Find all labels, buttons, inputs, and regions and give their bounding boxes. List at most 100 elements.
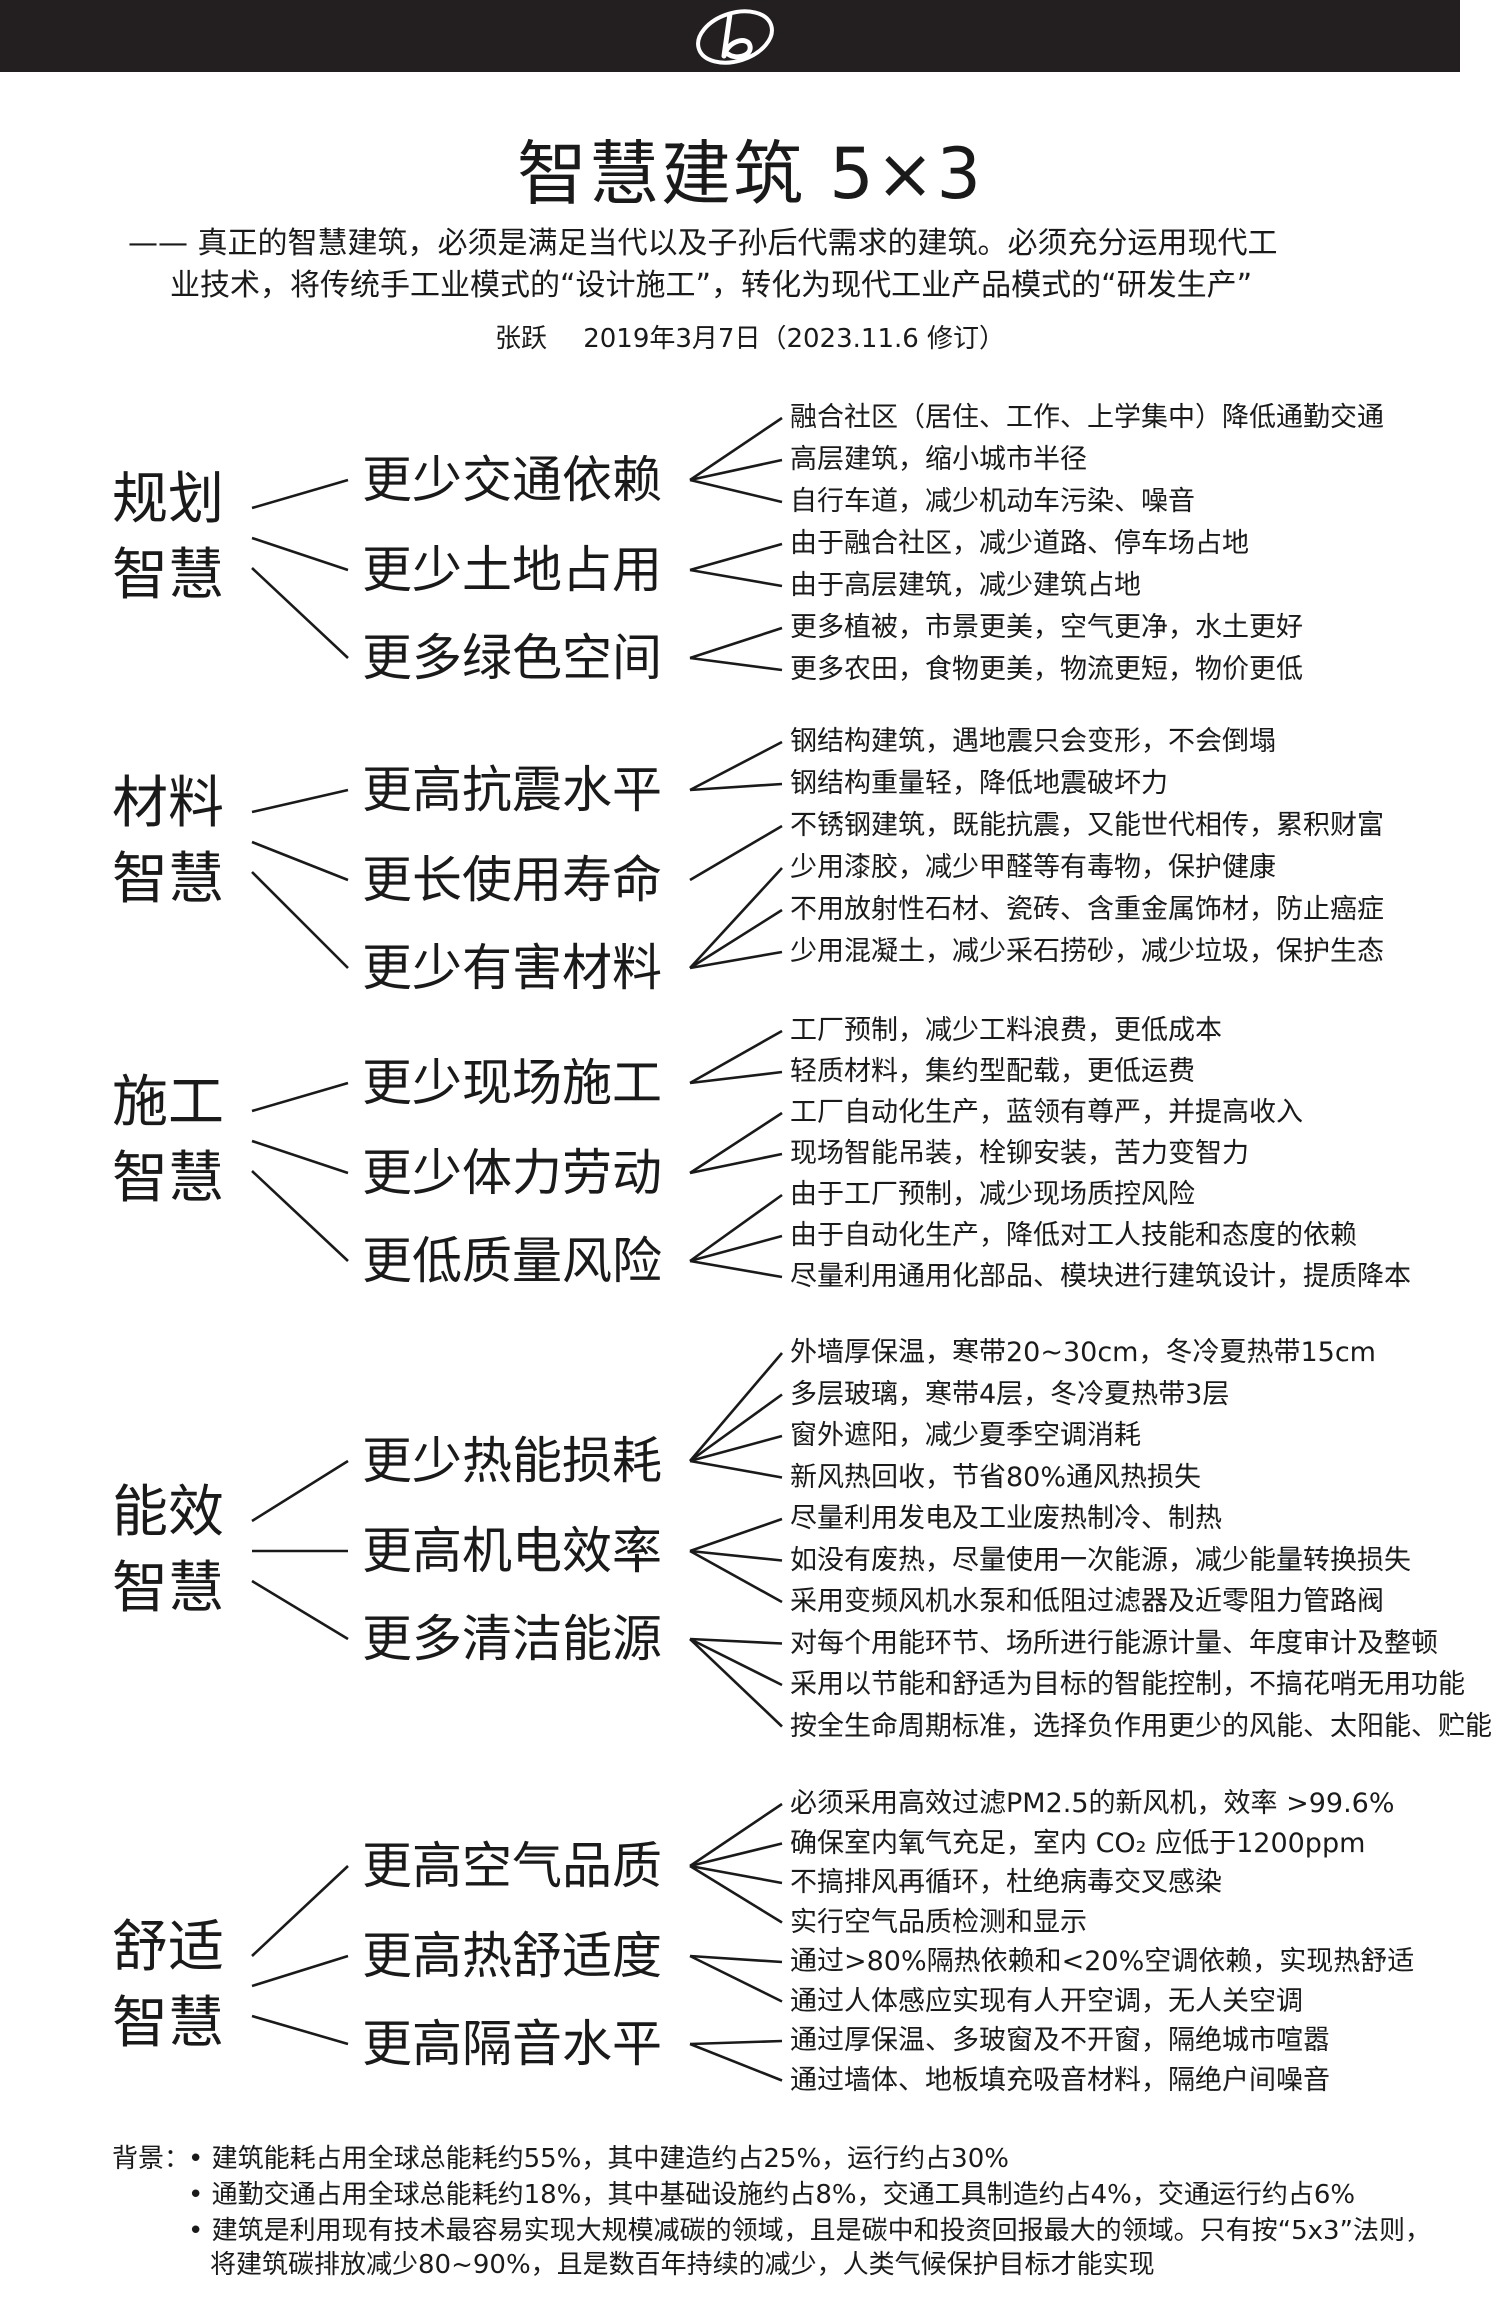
connector-line (689, 656, 783, 672)
connector-line (251, 2014, 349, 2046)
connector-line (689, 478, 783, 504)
branch-title: 更高空气品质 (362, 1837, 662, 1895)
connector-line (689, 740, 783, 792)
connector-line (689, 867, 783, 969)
leaf-item: 少用混凝土，减少采石捞砂，减少垃圾，保护生态 (790, 936, 1384, 967)
connector-line (689, 1517, 783, 1553)
branch-title: 更多绿色空间 (362, 629, 662, 687)
connector-line (689, 782, 783, 792)
background-line-3: • 建筑是利用现有技术最容易实现大规模减碳的领域，且是碳中和投资回报最大的领域。… (188, 2216, 1432, 2246)
connector-line (689, 824, 783, 882)
connector-line (689, 1259, 783, 1279)
branch-title: 更高抗震水平 (362, 761, 662, 819)
connector-line (689, 626, 783, 660)
connector-line (689, 542, 783, 572)
page-title: 智慧建筑 5×3 (517, 133, 983, 215)
leaf-item: 工厂自动化生产，蓝领有尊严，并提高收入 (790, 1097, 1303, 1128)
connector-lines (251, 416, 783, 672)
connector-line (689, 1111, 783, 1175)
leaf-item: 不用放射性石材、瓷砖、含重金属饰材，防止癌症 (790, 894, 1384, 925)
connector-line (689, 1638, 783, 1728)
top-bar (0, 0, 1460, 72)
leaf-item: 工厂预制，减少工料浪费，更低成本 (790, 1015, 1222, 1046)
section-name: 舒适智慧 (112, 1915, 224, 2056)
connector-line (689, 568, 783, 588)
leaf-item: 融合社区（居住、工作、上学集中）降低通勤交通 (790, 402, 1384, 433)
connector-line (689, 1637, 783, 1645)
background-line-2: • 通勤交通占用全球总能耗约18%，其中基础设施约占8%，交通工具制造约占4%，… (188, 2180, 1356, 2210)
leaf-item: 不搞排风再循环，杜绝病毒交叉感染 (790, 1867, 1222, 1898)
connector-line (251, 1170, 349, 1262)
author-name: 张跃 (494, 324, 547, 354)
connector-line (689, 1842, 783, 1868)
leaf-item: 外墙厚保温，寒带20~30cm，冬冷夏热带15cm (790, 1337, 1376, 1368)
leaf-item: 通过墙体、地板填充吸音材料，隔绝户间噪音 (790, 2064, 1330, 2096)
leaf-item: 实行空气品质检测和显示 (790, 1906, 1087, 1938)
section-name: 规划智慧 (112, 467, 224, 608)
branch-title: 更少交通依赖 (362, 451, 662, 509)
connector-line (251, 1081, 349, 1113)
section-name: 施工智慧 (112, 1070, 224, 1211)
connector-line (689, 1234, 783, 1263)
leaf-item: 更多农田，食物更美，物流更短，物价更低 (790, 654, 1303, 685)
leaf-item: 窗外遮阳，减少夏季空调消耗 (790, 1420, 1141, 1451)
connector-line (689, 1070, 783, 1085)
logo-icon (696, 9, 774, 65)
connector-line (251, 1579, 349, 1641)
connector-line (689, 1029, 783, 1085)
background-line-1: • 建筑能耗占用全球总能耗约55%，其中建造约占25%，运行约占30% (188, 2144, 1009, 2174)
branch-title: 更长使用寿命 (362, 851, 662, 909)
connector-line (689, 1152, 783, 1175)
connector-line (689, 908, 783, 970)
section-name: 材料智慧 (112, 771, 224, 912)
connector-line (689, 1352, 783, 1462)
connector-line (251, 567, 349, 659)
connector-lines (251, 1802, 783, 2082)
connector-line (251, 1865, 349, 1957)
leaf-item: 现场智能吊装，栓铆安装，苦力变智力 (790, 1138, 1249, 1169)
connector-line (251, 1139, 349, 1175)
connector-lines (251, 1029, 783, 1279)
connector-line (689, 1954, 783, 1964)
leaf-item: 钢结构重量轻，降低地震破坏力 (790, 768, 1168, 799)
connector-line (689, 1802, 783, 1868)
subtitle-line-2: 业技术，将传统手工业模式的“设计施工”，转化为现代工业产品模式的“研发生产” (170, 268, 1253, 303)
connector-line (689, 950, 783, 970)
connector-line (251, 478, 349, 510)
connector-line (689, 2039, 783, 2046)
connector-line (251, 788, 349, 814)
leaf-item: 采用变频风机水泵和低阻过滤器及近零阻力管路阀 (790, 1586, 1384, 1617)
connector-line (251, 1954, 349, 1988)
leaf-item: 必须采用高效过滤PM2.5的新风机，效率 >99.6% (790, 1788, 1395, 1819)
connector-line (689, 1864, 783, 1924)
leaf-item: 如没有废热，尽量使用一次能源，减少能量转换损失 (790, 1544, 1411, 1576)
branch-title: 更高机电效率 (362, 1522, 662, 1580)
leaf-item: 尽量利用发电及工业废热制冷、制热 (790, 1503, 1222, 1534)
connector-line (251, 840, 349, 882)
leaf-item: 对每个用能环节、场所进行能源计量、年度审计及整顿 (790, 1627, 1438, 1659)
connector-line (689, 1459, 783, 1479)
branch-title: 更少热能损耗 (362, 1432, 662, 1490)
branch-title: 更少体力劳动 (362, 1144, 662, 1202)
connector-line (689, 2042, 783, 2082)
connector-line (251, 1459, 349, 1523)
leaf-item: 按全生命周期标准，选择负作用更少的风能、太阳能、贮能 (790, 1710, 1492, 1742)
leaf-item: 通过>80%隔热依赖和<20%空调依赖，实现热舒适 (790, 1946, 1415, 1977)
leaf-item: 由于工厂预制，减少现场质控风险 (790, 1179, 1195, 1210)
branch-title: 更高隔音水平 (362, 2015, 662, 2073)
leaf-item: 新风热回收，节省80%通风热损失 (790, 1461, 1202, 1493)
connector-line (689, 1954, 783, 2003)
connector-line (689, 1434, 783, 1463)
connector-line (689, 416, 783, 482)
leaf-item: 尽量利用通用化部品、模块进行建筑设计，提质降本 (790, 1261, 1411, 1292)
connector-line (689, 1864, 783, 1885)
leaf-item: 通过厚保温、多玻窗及不开窗，隔绝城市喧嚣 (790, 2025, 1330, 2056)
background-line-4: 将建筑碳排放减少80~90%，且是数百年持续的减少，人类气候保护目标才能实现 (210, 2250, 1155, 2280)
branch-title: 更多清洁能源 (362, 1610, 662, 1668)
branch-title: 更少现场施工 (362, 1054, 662, 1112)
leaf-item: 少用漆胶，减少甲醛等有毒物，保护健康 (790, 852, 1276, 883)
leaf-item: 高层建筑，缩小城市半径 (790, 444, 1087, 475)
author-date: 2019年3月7日（2023.11.6 修订） (583, 324, 1006, 354)
leaf-item: 采用以节能和舒适为目标的智能控制，不搞花哨无用功能 (790, 1669, 1465, 1700)
branch-title: 更少有害材料 (362, 939, 662, 997)
